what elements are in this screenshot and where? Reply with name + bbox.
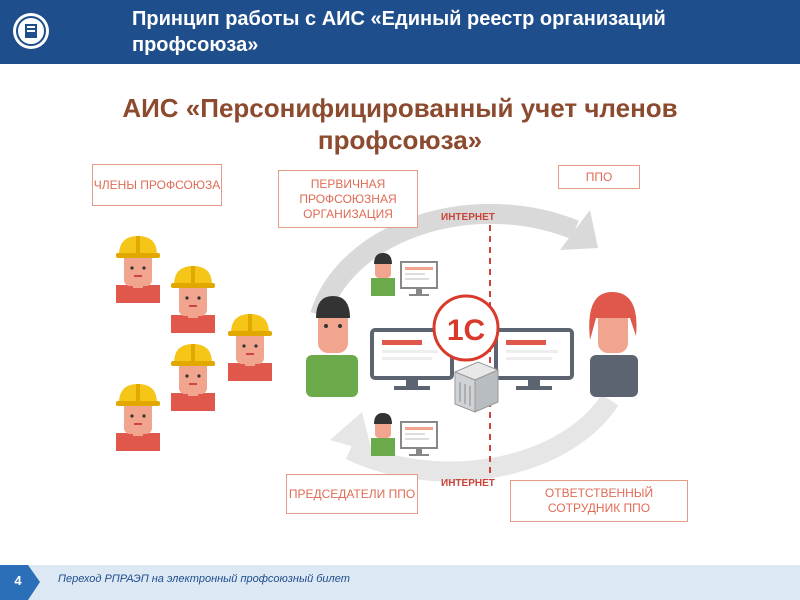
label-ppo: ППО: [558, 165, 640, 189]
footer-bar: [0, 565, 800, 600]
left-monitor-icon: [370, 328, 454, 390]
main-title: АИС «Персонифицированный учет членов про…: [122, 93, 678, 155]
member-avatar-2: [171, 266, 215, 333]
1c-logo-text: 1С: [447, 314, 485, 347]
member-avatar-3: [228, 314, 272, 381]
cycle-arrows: [310, 203, 619, 482]
label-primary-org: ПЕРВИЧНАЯ ПРОФСОЮЗНАЯ ОРГАНИЗАЦИЯ: [278, 170, 418, 228]
chair-worker-bottom: [370, 412, 438, 457]
chair-worker-top: [370, 252, 438, 297]
header-bar: Принцип работы с АИС «Единый реестр орга…: [0, 0, 800, 64]
arrow-head-bottom-left-icon: [330, 412, 372, 452]
union-members-group: [116, 236, 272, 451]
label-chairmen: ПРЕДСЕДАТЕЛИ ППО: [286, 474, 418, 514]
server-icon: [453, 361, 500, 413]
internet-label-top: ИНТЕРНЕТ: [441, 212, 495, 223]
page-number-badge-icon: [0, 565, 40, 600]
right-monitor-icon: [494, 328, 574, 390]
primary-org-person: [306, 296, 358, 397]
member-avatar-5: [116, 384, 160, 451]
page-header-title: Принцип работы с АИС «Единый реестр орга…: [132, 8, 666, 56]
label-union-members: ЧЛЕНЫ ПРОФСОЮЗА: [92, 164, 222, 206]
union-logo-icon: [13, 13, 49, 49]
label-responsible-employee: ОТВЕТСТВЕННЫЙ СОТРУДНИК ППО: [510, 480, 688, 522]
page-number: 4: [14, 573, 22, 588]
ppo-responsible-person: [589, 292, 638, 397]
1c-logo-icon: 1С: [432, 294, 500, 362]
member-avatar-4: [171, 344, 215, 411]
footer-caption: Переход РПРАЭП на электронный профсоюзны…: [58, 573, 350, 585]
internet-label-bottom: ИНТЕРНЕТ: [441, 478, 495, 489]
member-avatar-1: [116, 236, 160, 303]
arrow-head-top-right-icon: [560, 210, 598, 250]
